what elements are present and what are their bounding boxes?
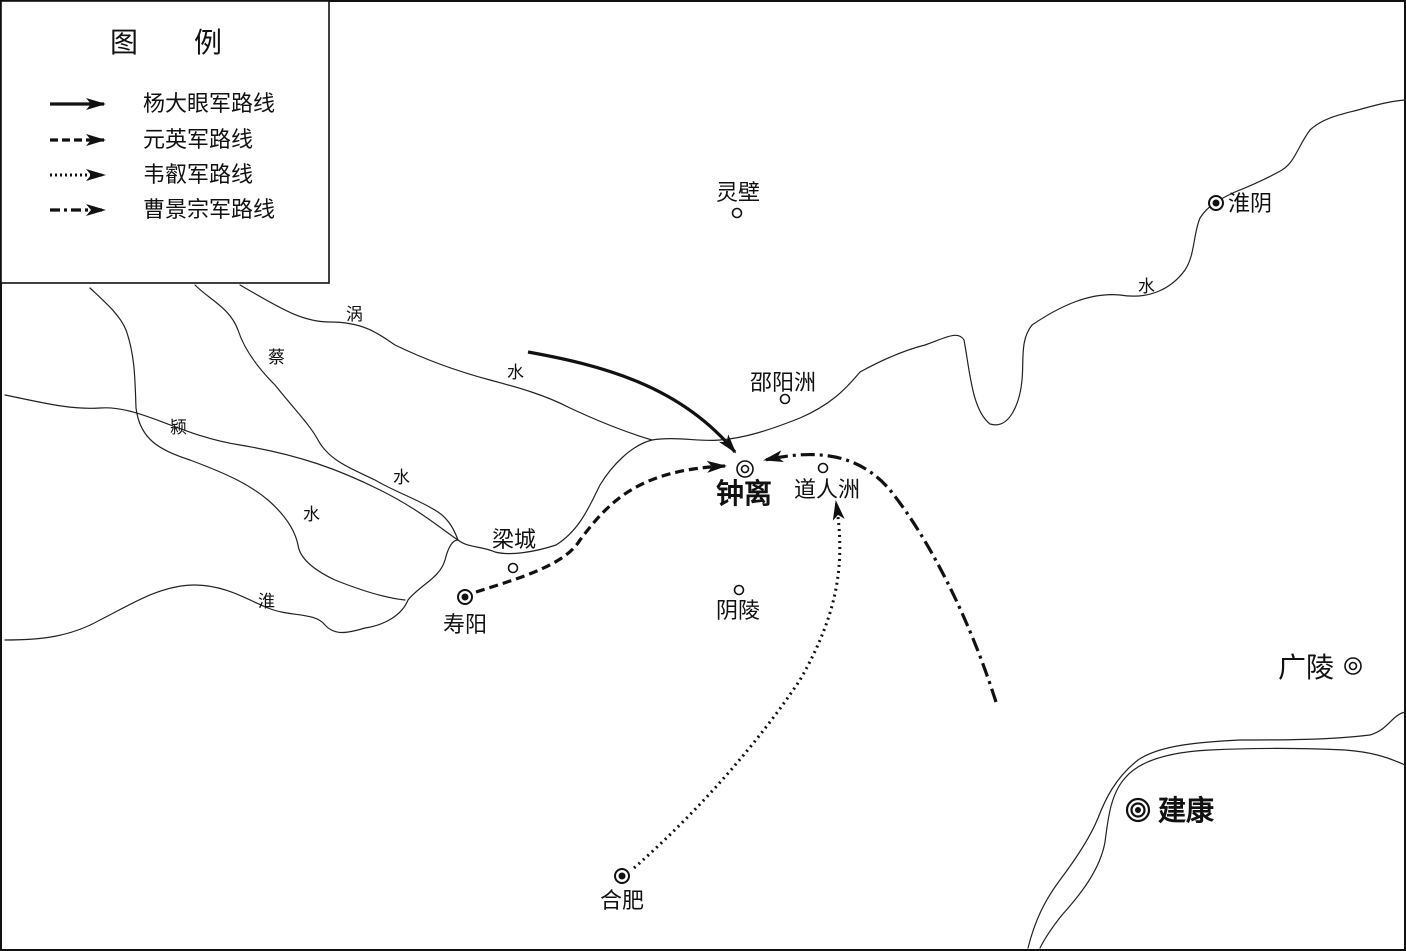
cai-river — [194, 284, 459, 541]
ying-river-label-2: 水 — [303, 505, 320, 525]
daorenzhou-marker — [817, 462, 829, 474]
hefei-marker — [614, 868, 630, 884]
liangcheng-marker — [507, 562, 519, 574]
shaoyangzhou-marker — [779, 393, 791, 405]
legend-title: 图 例 — [110, 26, 222, 59]
yang-dayan-route — [527, 350, 737, 454]
shaoyangzhou-label: 邵阳洲 — [750, 371, 816, 396]
guangling-label: 广陵 — [1278, 651, 1334, 684]
yinling-label: 阴陵 — [716, 599, 760, 624]
ying-river — [89, 287, 406, 601]
zhongli-label: 钟离 — [716, 477, 772, 510]
legend: 图 例 杨大眼军路线 元英军路线 韦叡军路线 曹景宗军路线 — [0, 0, 330, 284]
guangling-marker — [1344, 657, 1362, 675]
jiankang-marker — [1125, 797, 1151, 823]
cao-jingzong-route — [763, 450, 998, 703]
guo-river-label-1: 涡 — [346, 305, 363, 325]
yuan-ying-route — [475, 460, 727, 594]
daorenzhou-label: 道人洲 — [794, 478, 860, 503]
hefei-label: 合肥 — [600, 889, 644, 914]
cai-river-label-2: 水 — [393, 468, 410, 488]
huaiyin-label: 淮阴 — [1228, 192, 1272, 217]
huai-river-south-bank-west — [4, 539, 459, 641]
yinling-marker — [733, 584, 745, 596]
lingbi-label: 灵壁 — [716, 181, 760, 206]
liangcheng-label: 梁城 — [492, 528, 536, 553]
legend-label-wei-rui: 韦叡军路线 — [143, 163, 253, 188]
wei-rui-route — [633, 500, 845, 870]
jiankang-label: 建康 — [1158, 794, 1215, 827]
cai-river-label-1: 蔡 — [268, 348, 285, 368]
legend-label-cao-jingzong: 曹景宗军路线 — [143, 198, 275, 223]
jiang-river-south-bank — [1039, 747, 1406, 949]
huaiyin-marker — [1208, 195, 1224, 211]
legend-label-yuan-ying: 元英军路线 — [143, 128, 253, 153]
guo-river-label-2: 水 — [507, 363, 524, 383]
shouyang-label: 寿阳 — [443, 613, 487, 638]
legend-label-yang-dayan: 杨大眼军路线 — [143, 92, 275, 117]
zhongli-marker — [736, 460, 754, 478]
huai-river-label-1: 淮 — [258, 592, 275, 612]
ying-river-label-1: 颍 — [170, 418, 187, 438]
legend-box — [0, 0, 330, 284]
shouyang-marker — [457, 589, 473, 605]
lingbi-marker — [731, 207, 743, 219]
jiang-river-north-bank — [1027, 711, 1406, 949]
guo-river — [239, 284, 653, 441]
huai-river-label-2: 水 — [1138, 277, 1155, 297]
